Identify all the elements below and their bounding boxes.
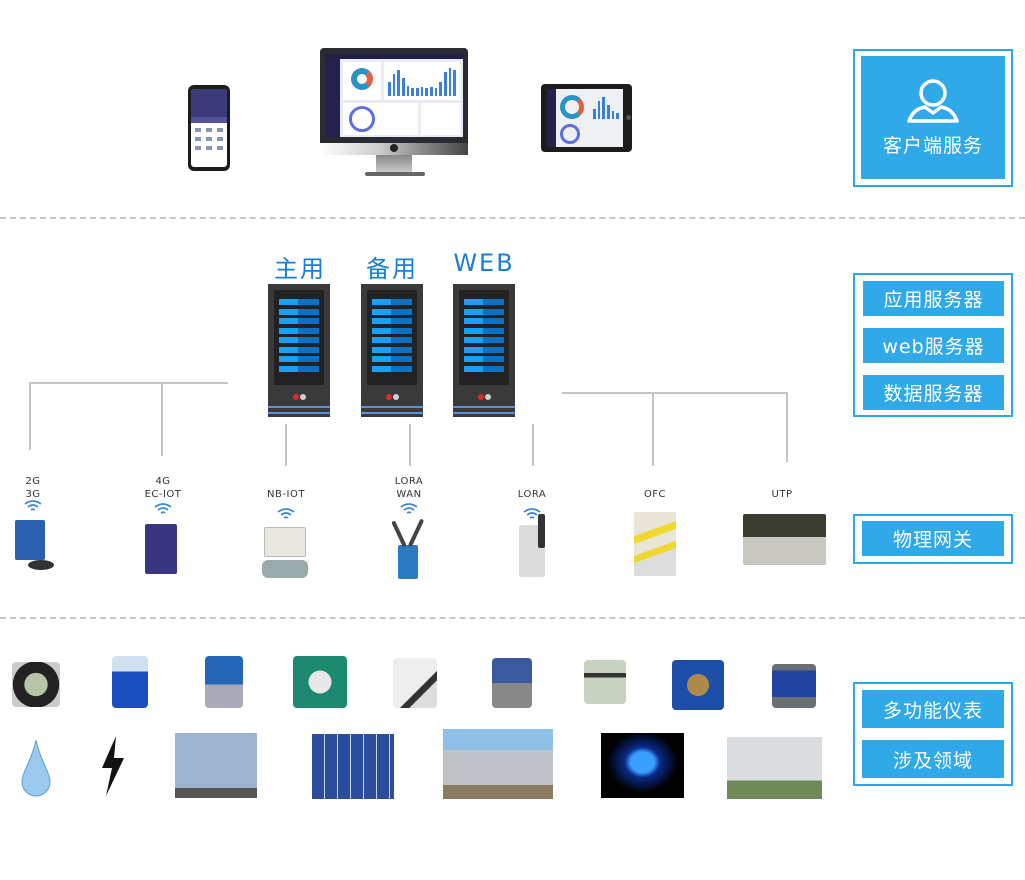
gateway-device-2g3g	[15, 520, 45, 560]
server-label-web: WEB	[453, 249, 515, 277]
gateway-label-line: UTP	[771, 489, 793, 500]
wifi-icon	[523, 508, 541, 519]
gateway-label-line: OFC	[643, 489, 667, 500]
gateway-device-lorawan	[398, 545, 418, 579]
antenna-icon	[407, 518, 425, 548]
meter-electromagnetic-flowmeter	[112, 656, 148, 708]
connector-line	[285, 424, 287, 466]
domain-wind-power-image	[175, 733, 257, 798]
meter-gas-meter	[584, 660, 626, 704]
app-server-tag: 应用服务器	[863, 281, 1004, 316]
gateway-label: LORA	[497, 475, 567, 501]
domain-transformer-substation-image	[727, 737, 822, 799]
gateway-label-line	[251, 475, 321, 488]
smartphone	[188, 85, 230, 171]
status-led-icon	[293, 394, 299, 400]
domain-water-icon	[20, 738, 52, 798]
gateway-label-line: WAN	[396, 489, 422, 500]
meter-flow-meter-display	[12, 662, 60, 707]
server-label-primary: 主用	[274, 255, 326, 283]
connector-line	[532, 424, 534, 466]
connector-line	[652, 392, 654, 466]
gateway-label: NB-IOT	[251, 475, 321, 501]
gateway-label-line: 3G	[25, 489, 41, 500]
client-service-label: 客户端服务	[882, 135, 983, 157]
gateway-label: LORA WAN	[374, 475, 444, 501]
gateway-label-line: NB-IOT	[267, 489, 305, 500]
connector-line	[562, 392, 788, 394]
server-primary	[268, 284, 330, 417]
domain-natural-gas-image	[601, 733, 684, 798]
connector-line	[786, 392, 788, 462]
status-led-icon	[393, 394, 399, 400]
gateway-label-line	[747, 475, 817, 488]
multifunction-meter-tag: 多功能仪表	[862, 690, 1004, 728]
gateway-label: OFC	[620, 475, 690, 501]
domains-tag: 涉及领域	[862, 740, 1004, 778]
connector-line	[29, 382, 31, 450]
user-icon	[907, 79, 959, 123]
meter-camera	[393, 658, 437, 708]
gateway-label: 4G EC-IOT	[128, 475, 198, 501]
connector-line	[161, 382, 163, 456]
gateway-device-4g	[145, 524, 177, 574]
gateway-label-line: LORA	[394, 476, 424, 487]
physical-gateway-tag: 物理网关	[862, 521, 1004, 556]
server-label-backup: 备用	[366, 255, 418, 283]
server-backup	[361, 284, 423, 417]
domain-electricity-icon	[98, 734, 128, 798]
server-web	[453, 284, 515, 417]
status-led-icon	[485, 394, 491, 400]
antenna-cable	[28, 560, 54, 570]
gateway-label-line: LORA	[517, 489, 547, 500]
meter-power-meter	[772, 664, 816, 708]
patch-panel-utp	[743, 514, 826, 565]
fiber-optic-cable	[634, 512, 676, 576]
status-led-icon	[478, 394, 484, 400]
gateway-label-line	[497, 475, 567, 488]
meter-temperature-transmitter	[492, 658, 532, 708]
domain-solar-power-image	[312, 734, 394, 799]
wifi-icon	[400, 503, 418, 514]
status-led-icon	[386, 394, 392, 400]
antenna-icon	[391, 520, 407, 548]
gateway-label-line: 2G	[25, 476, 41, 487]
gateway-label-line: 4G	[155, 476, 171, 487]
wifi-icon	[154, 503, 172, 514]
gateway-label-line: EC-IOT	[144, 489, 182, 500]
wifi-icon	[24, 500, 42, 511]
client-service-tag: 客户端服务	[861, 56, 1005, 179]
meter-oval-gear-flowmeter	[293, 656, 347, 708]
domain-gas-storage-image	[443, 729, 553, 799]
data-server-tag: 数据服务器	[863, 375, 1004, 410]
sensor-cables	[262, 560, 308, 578]
tablet	[541, 84, 632, 152]
gateway-label-line	[620, 475, 690, 488]
desktop-monitor	[320, 48, 468, 176]
web-server-tag: web服务器	[863, 328, 1004, 363]
status-led-icon	[300, 394, 306, 400]
gateway-device-nbiot	[264, 527, 306, 557]
tier-divider	[0, 217, 1025, 219]
meter-pressure-transmitter	[205, 656, 243, 708]
connector-line	[29, 382, 228, 384]
connector-line	[409, 424, 411, 466]
wifi-icon	[277, 508, 295, 519]
antenna-icon	[538, 514, 545, 548]
meter-water-meter	[672, 660, 724, 710]
tier-divider	[0, 617, 1025, 619]
gateway-label: UTP	[747, 475, 817, 501]
